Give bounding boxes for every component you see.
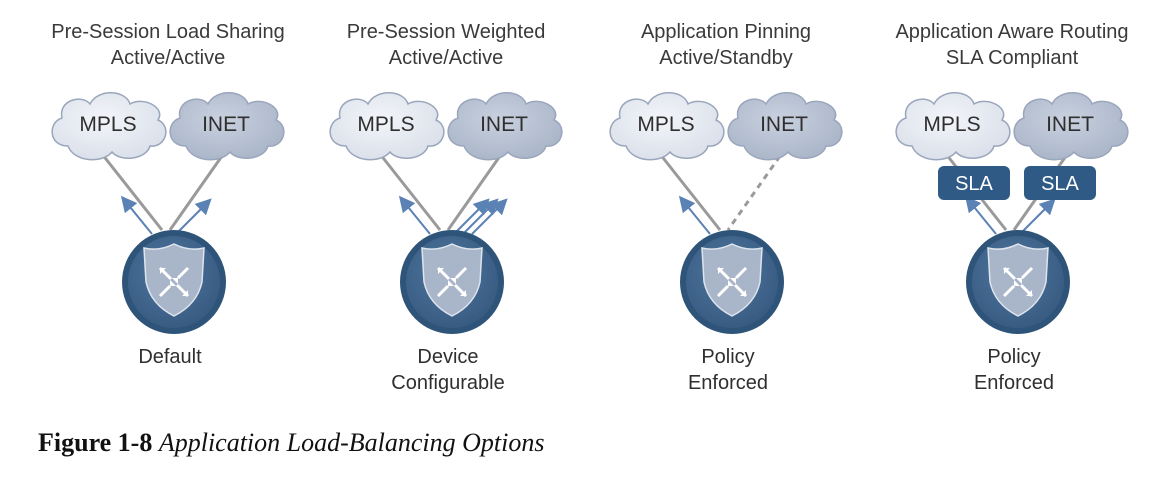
panel-title-line-1: Pre-Session Load Sharing: [51, 21, 284, 43]
panel-title-line-1: Application Pinning: [641, 21, 811, 43]
sla-badge: [1024, 166, 1096, 200]
mpls-cloud: [609, 92, 725, 161]
inet-traffic-arrow: [175, 198, 212, 235]
panel-title-line-2: Active/Standby: [659, 47, 792, 69]
mpls-traffic-arrow: [398, 195, 431, 235]
router-arrow: [1002, 284, 1016, 298]
device-label-line-1: Default: [138, 346, 202, 368]
router-arrow-head: [448, 280, 454, 286]
mpls-link: [100, 153, 164, 231]
router-arrow-head: [460, 290, 466, 296]
mpls-link: [378, 153, 442, 231]
sla-badge-label: SLA: [955, 173, 993, 195]
router-arrow: [716, 284, 730, 298]
device-label-line-2: Enforced: [688, 372, 768, 394]
mpls-traffic-arrow: [120, 195, 153, 235]
inet-cloud: [169, 92, 285, 161]
load-balancing-diagram: Pre-Session Load SharingActive/ActiveMPL…: [51, 21, 1129, 394]
panel-title-line-1: Application Aware Routing: [895, 21, 1128, 43]
inet-cloud-label: INET: [1046, 113, 1094, 136]
device-label-line-2: Configurable: [391, 372, 504, 394]
mpls-cloud-label: MPLS: [637, 113, 694, 136]
router-arrow-head: [160, 268, 166, 274]
router-arrow: [1020, 266, 1034, 280]
mpls-cloud-label: MPLS: [357, 113, 414, 136]
router-arrow: [436, 284, 450, 298]
sla-badge-label: SLA: [1041, 173, 1079, 195]
figure-number: Figure 1-8: [38, 428, 153, 457]
router-arrow: [176, 266, 190, 280]
mpls-cloud: [329, 92, 445, 161]
inet-cloud: [1013, 92, 1129, 161]
inet-traffic-arrow: [471, 198, 508, 235]
device-label-line-1: Policy: [987, 346, 1040, 368]
router-arrow-head: [182, 290, 188, 296]
panel-title-line-2: SLA Compliant: [946, 47, 1079, 69]
router-arrow: [454, 266, 468, 280]
mpls-traffic-arrow: [964, 195, 997, 235]
router-arrow-head: [718, 268, 724, 274]
sla-badge: [938, 166, 1010, 200]
panel-title-line-1: Pre-Session Weighted: [347, 21, 546, 43]
router-arrow: [734, 266, 748, 280]
router-arrow-head: [1014, 280, 1020, 286]
panel-title-line-2: Active/Active: [111, 47, 225, 69]
inet-cloud-label: INET: [760, 113, 808, 136]
router-arrow-head: [172, 278, 178, 284]
router-arrow-head: [450, 278, 456, 284]
router-arrow-head: [1026, 290, 1032, 296]
inet-cloud: [727, 92, 843, 161]
inet-traffic-arrow: [453, 198, 490, 235]
router-arrow-head: [170, 280, 176, 286]
panel-title-line-2: Active/Active: [389, 47, 503, 69]
inet-link: [168, 155, 224, 231]
figure-caption: Figure 1-8 Application Load-Balancing Op…: [38, 428, 545, 458]
inet-cloud-label: INET: [480, 113, 528, 136]
device-label-line-1: Device: [417, 346, 478, 368]
mpls-cloud: [895, 92, 1011, 161]
inet-traffic-arrow: [1019, 198, 1056, 235]
router-arrow-head: [1016, 278, 1022, 284]
mpls-cloud: [51, 92, 167, 161]
router-arrow-head: [740, 290, 746, 296]
router-arrow-head: [1004, 268, 1010, 274]
inet-link: [726, 155, 782, 231]
inet-cloud: [447, 92, 563, 161]
router-arrow-head: [438, 268, 444, 274]
inet-traffic-arrow: [462, 198, 499, 235]
device-label-line-1: Policy: [701, 346, 754, 368]
mpls-cloud-label: MPLS: [923, 113, 980, 136]
router-arrow-head: [730, 278, 736, 284]
mpls-cloud-label: MPLS: [79, 113, 136, 136]
inet-cloud-label: INET: [202, 113, 250, 136]
device-label-line-2: Enforced: [974, 372, 1054, 394]
router-arrow-head: [728, 280, 734, 286]
mpls-traffic-arrow: [678, 195, 711, 235]
figure-title: Application Load-Balancing Options: [158, 428, 545, 457]
panel-1: Pre-Session Load SharingActive/ActiveMPL…: [51, 21, 284, 368]
mpls-link: [658, 153, 722, 231]
router-arrow: [158, 284, 172, 298]
inet-link: [446, 155, 502, 231]
